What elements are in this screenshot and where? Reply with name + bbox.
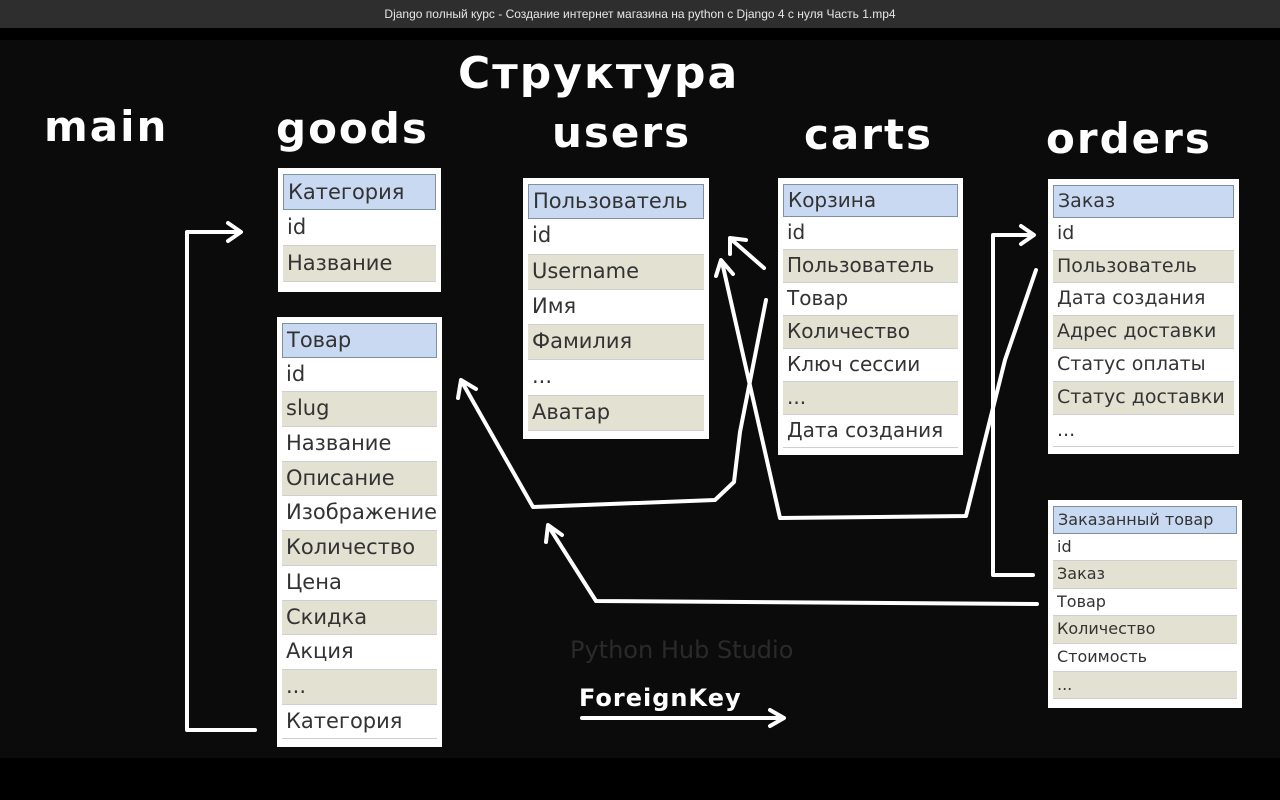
table-field: Заказ: [1053, 561, 1237, 589]
table-field: Имя: [528, 289, 704, 326]
app-label-main: main: [44, 102, 169, 151]
order-item-table-header: Заказанный товар: [1053, 506, 1237, 534]
fk-arrow-cart-product: [456, 298, 768, 509]
fk-arrow-order-user: [714, 258, 1038, 520]
table-field: Фамилия: [528, 325, 704, 361]
table-field: ...: [528, 360, 704, 396]
window-title: Django полный курс - Создание интернет м…: [384, 7, 896, 21]
table-field: Пользователь: [783, 250, 958, 283]
table-field: Цена: [282, 565, 437, 601]
fk-arrow-orderitem-product: [544, 523, 1039, 606]
table-field: Название: [282, 427, 437, 462]
watermark: Python Hub Studio: [570, 636, 794, 664]
table-field: id: [1053, 533, 1237, 562]
table-field: Username: [528, 254, 704, 290]
cart-table-header: Корзина: [783, 184, 958, 217]
table-field: Ключ сессии: [783, 349, 958, 382]
app-label-goods: goods: [276, 104, 429, 153]
table-field: ...: [282, 669, 437, 705]
table-field: id: [283, 210, 436, 246]
fk-arrow-cart-user: [728, 236, 766, 270]
order-table-header: Заказ: [1053, 185, 1234, 218]
table-field: Аватар: [528, 395, 704, 432]
table-field: ...: [783, 382, 958, 415]
table-field: Количество: [1053, 616, 1237, 644]
table-field: Товар: [783, 283, 958, 316]
fk-arrow-product-category: [185, 221, 257, 732]
bottom-bar: [0, 758, 1280, 800]
legend-label: ForeignKey: [579, 684, 742, 712]
app-label-users: users: [552, 108, 692, 157]
table-field: Адрес доставки: [1053, 316, 1234, 349]
user-table-header: Пользователь: [528, 184, 704, 220]
category-table-header: Категория: [283, 174, 436, 210]
table-field: id: [528, 219, 704, 255]
table-field: id: [282, 357, 437, 393]
table-field: Товар: [1053, 588, 1237, 617]
legend-arrow: [580, 708, 786, 728]
table-field: Дата создания: [783, 415, 958, 448]
table-field: Изображение: [282, 496, 437, 532]
app-label-orders: orders: [1046, 114, 1212, 163]
product-table-header: Товар: [282, 323, 437, 358]
table-field: Категория: [282, 704, 437, 740]
window-title-bar: Django полный курс - Создание интернет м…: [0, 0, 1280, 28]
table-field: id: [783, 217, 958, 250]
table-field: Акция: [282, 635, 437, 670]
table-field: Статус оплаты: [1053, 348, 1234, 382]
table-field: Пользователь: [1053, 250, 1234, 284]
table-field: slug: [282, 392, 437, 428]
table-field: ...: [1053, 414, 1234, 448]
table-field: ...: [1053, 671, 1237, 700]
table-field: Стоимость: [1053, 643, 1237, 672]
table-field: id: [1053, 217, 1234, 251]
table-field: Описание: [282, 461, 437, 497]
app-label-carts: carts: [804, 110, 934, 159]
fk-arrow-orderitem-order: [991, 224, 1036, 577]
table-field: Статус доставки: [1053, 381, 1234, 415]
table-field: Скидка: [282, 600, 437, 636]
slide-title: Структура: [458, 48, 740, 99]
table-field: Количество: [783, 316, 958, 349]
table-field: Количество: [282, 531, 437, 566]
table-field: Дата создания: [1053, 283, 1234, 317]
table-field: Название: [283, 246, 436, 282]
